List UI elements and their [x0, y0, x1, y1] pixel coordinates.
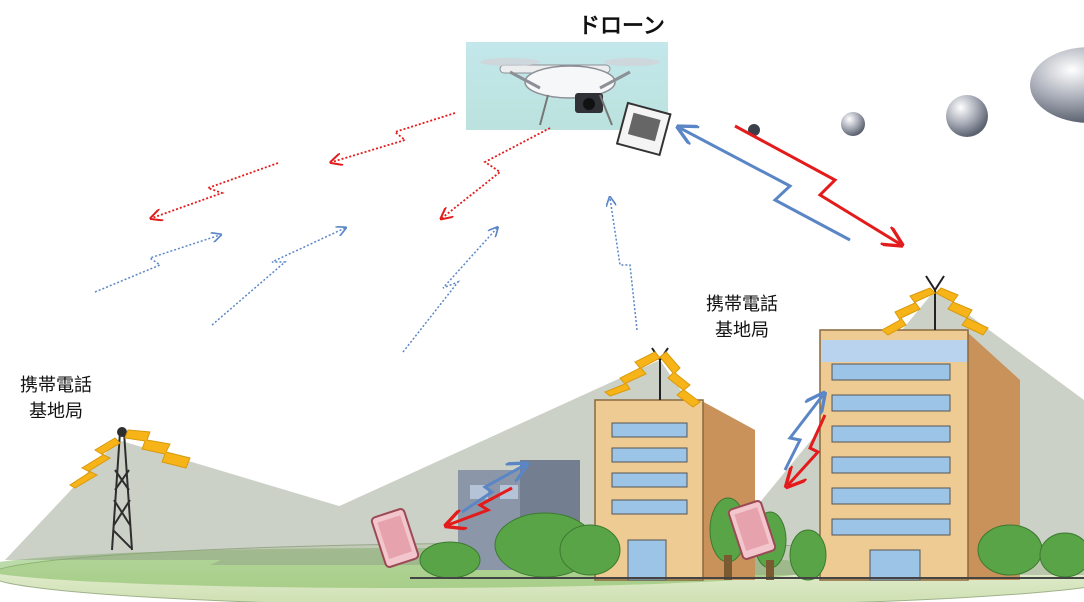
main-link: [680, 126, 900, 244]
antenna-signal-waves: [69, 287, 989, 489]
base-station-label-right-line2: 基地局: [715, 320, 769, 341]
sim-module-icon: [615, 101, 672, 157]
drone-icon: [466, 42, 668, 130]
base-station-label-left-line1: 携帯電話: [20, 375, 92, 396]
thought-bubble: [748, 47, 1084, 137]
building-right: [819, 275, 1020, 581]
phone-links: [448, 395, 825, 525]
base-station-label-right: 携帯電話 基地局: [706, 292, 778, 344]
base-station-label-left: 携帯電話 基地局: [20, 373, 92, 425]
interference-uplink-blue: [94, 198, 638, 353]
smartphone-icon: [370, 500, 777, 568]
base-station-label-left-line2: 基地局: [29, 401, 83, 422]
base-station-label-right-line1: 携帯電話: [706, 294, 778, 315]
drone-label: ドローン: [578, 14, 665, 39]
tower-left: [111, 427, 133, 551]
interference-downlink-red: [152, 112, 551, 218]
